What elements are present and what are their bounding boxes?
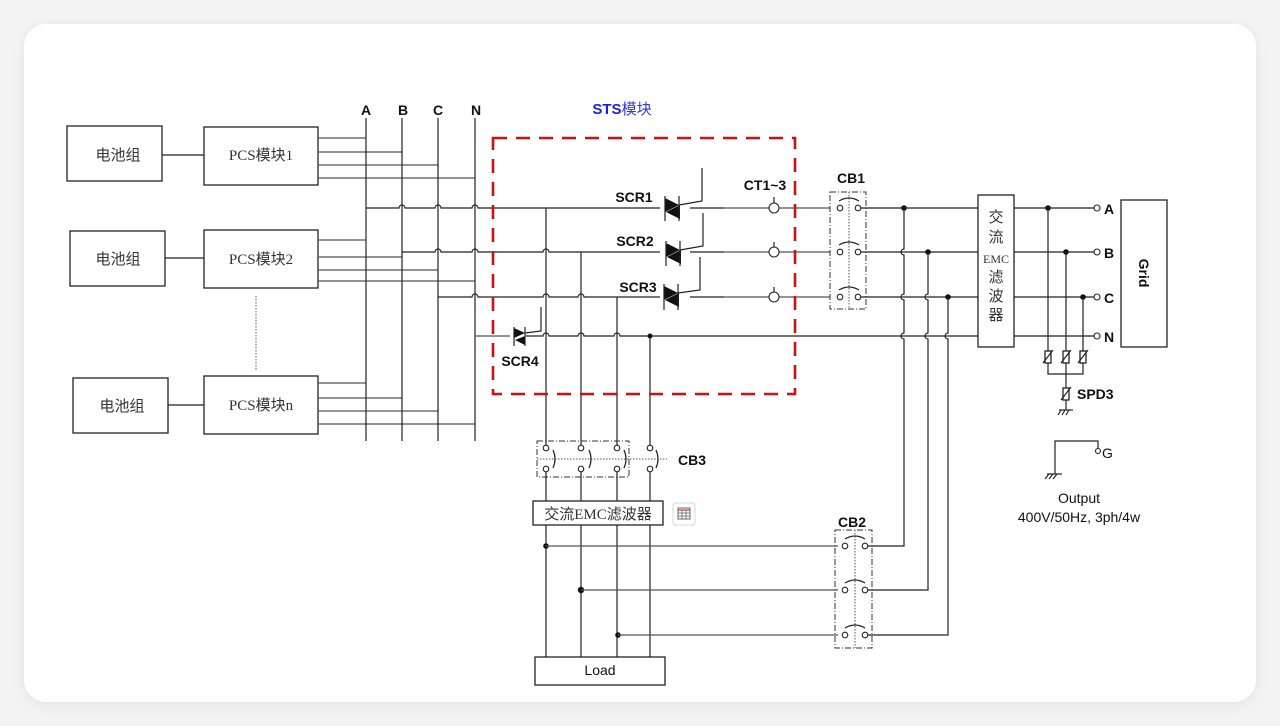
output-title: Output	[1058, 490, 1100, 506]
sts-module-boundary	[491, 136, 797, 396]
battery-label: 电池组	[95, 251, 140, 268]
ground-terminal: G Output 400V/50Hz, 3ph/4w	[1018, 440, 1141, 525]
spd-label: SPD3	[1077, 386, 1114, 402]
emc-char: EMC	[983, 252, 1009, 266]
phase-lines	[366, 204, 978, 337]
load-lines	[543, 525, 838, 657]
ac-bus: A B C N	[361, 102, 481, 441]
emc-filter-grid-side: 交 流 EMC 滤 波 器	[977, 194, 1015, 348]
scr3-thyristor: SCR3	[619, 257, 701, 310]
emc-char: 流	[988, 229, 1003, 246]
pcs-module-label: PCS模块1	[229, 147, 293, 164]
bus-label-c: C	[433, 102, 443, 118]
bus-label-b: B	[398, 102, 408, 118]
scr3-label: SCR3	[619, 279, 657, 295]
cb2-breaker[interactable]: CB2	[834, 514, 873, 649]
load-feed-verticals	[545, 208, 653, 446]
grid-terminal-c: C	[1104, 290, 1114, 306]
emc-char: 器	[988, 308, 1003, 324]
battery-label: 电池组	[95, 147, 140, 164]
bus-label-n: N	[471, 102, 481, 118]
cb3-label: CB3	[678, 452, 706, 468]
cb3-to-filter	[545, 472, 651, 501]
emc-filter-label: 交流EMC滤波器	[544, 505, 652, 523]
cb1-label: CB1	[837, 170, 865, 186]
current-transformers: CT1~3	[744, 177, 787, 303]
surge-protection: SPD3	[1042, 205, 1114, 416]
battery-label: 电池组	[99, 398, 144, 415]
ground-terminal-label: G	[1102, 445, 1113, 461]
grid-terminal-n: N	[1104, 329, 1114, 345]
cb1-breaker[interactable]: CB1	[829, 170, 867, 310]
scr4-label: SCR4	[501, 353, 539, 369]
grid-terminal-a: A	[1104, 201, 1114, 217]
grid-block: Grid	[1120, 199, 1168, 348]
grid-label: Grid	[1136, 259, 1152, 288]
pcs-module-n: PCS模块n	[203, 375, 319, 435]
scr4-thyristor: SCR4	[501, 307, 542, 369]
load-block: Load	[534, 656, 666, 686]
pcs-module-label: PCS模块n	[229, 397, 294, 414]
emc-filter-load-side: 交流EMC滤波器	[532, 500, 664, 526]
ct-label: CT1~3	[744, 177, 787, 193]
pcs-bus-stubs	[318, 137, 475, 425]
sts-module-title: STS模块	[592, 101, 651, 118]
scr1-label: SCR1	[615, 189, 653, 205]
battery-pack-1: 电池组	[66, 125, 163, 182]
table-capture-button[interactable]	[672, 502, 696, 526]
grid-terminal-b: B	[1104, 245, 1114, 261]
battery-pack-n: 电池组	[72, 377, 169, 434]
scr2-label: SCR2	[616, 233, 654, 249]
ground-icon	[1044, 473, 1062, 480]
emc-char: 滤	[988, 269, 1003, 286]
table-capture-icon	[677, 507, 691, 520]
bus-label-a: A	[361, 102, 371, 118]
cb3-breaker[interactable]: CB3	[536, 440, 706, 478]
scr2-thyristor: SCR2	[616, 213, 704, 266]
load-label: Load	[584, 662, 615, 678]
pcs-module-2: PCS模块2	[203, 229, 319, 289]
ground-icon	[1057, 409, 1073, 416]
cb2-label: CB2	[838, 514, 866, 530]
emc-char: 波	[988, 288, 1003, 305]
pcs-module-1: PCS模块1	[203, 126, 319, 186]
grid-terminals: A B C N	[1014, 201, 1114, 345]
emc-char: 交	[988, 208, 1003, 226]
scr1-thyristor: SCR1	[615, 168, 703, 221]
battery-pack-2: 电池组	[69, 230, 166, 287]
output-spec: 400V/50Hz, 3ph/4w	[1018, 509, 1141, 525]
pcs-module-label: PCS模块2	[229, 251, 293, 268]
grid-side-lines	[861, 205, 978, 636]
